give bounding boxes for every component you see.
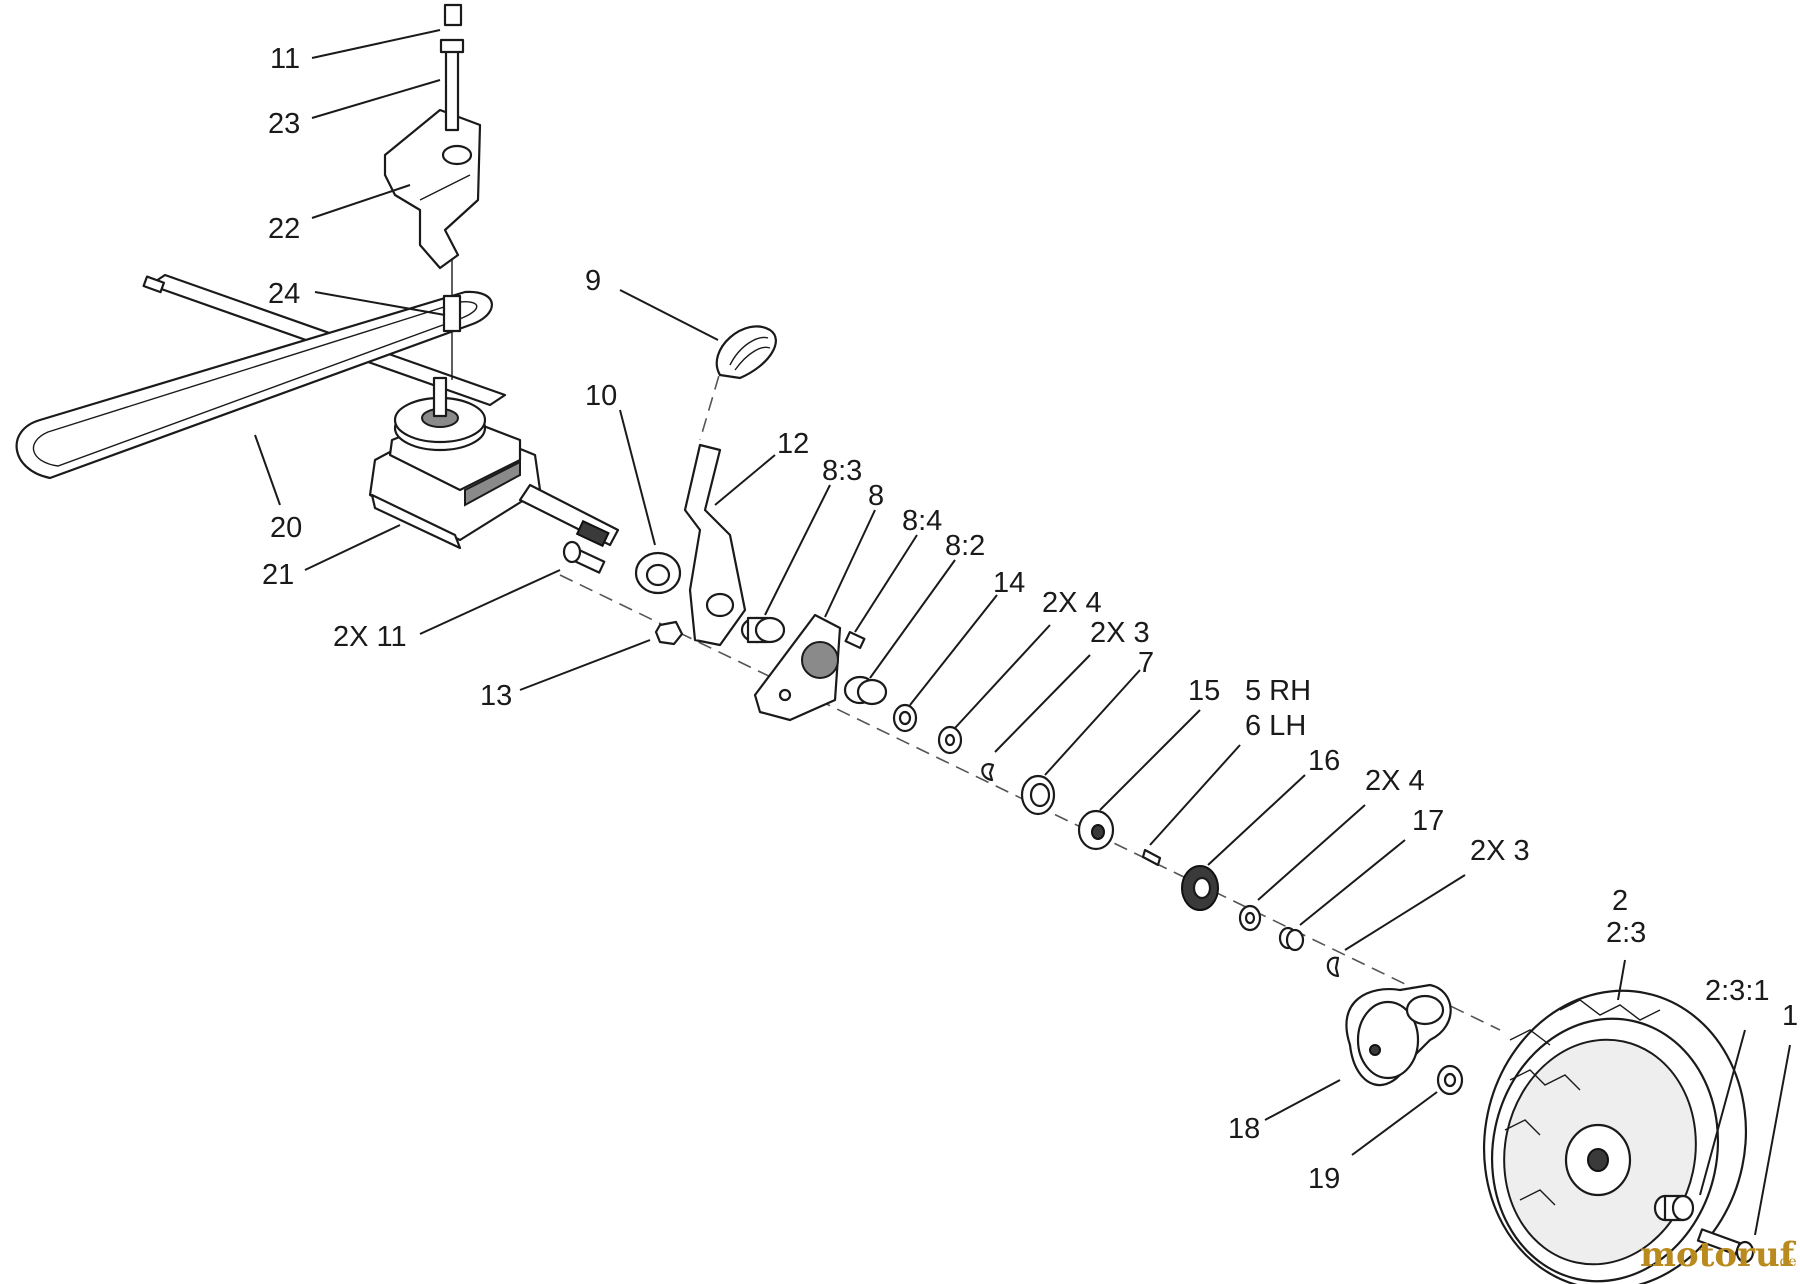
label-6lh: 6 LH [1245, 710, 1306, 742]
watermark-text: motoruf [1640, 1235, 1797, 1275]
label-24: 24 [268, 278, 300, 310]
label-14: 14 [993, 567, 1025, 599]
assembly-axis [559, 574, 1501, 1031]
label-1: 1 [1782, 1000, 1798, 1032]
height-lever [683, 443, 747, 647]
label-17: 17 [1412, 805, 1444, 837]
label-15: 15 [1188, 675, 1220, 707]
control-bracket [383, 108, 482, 270]
clip-3-b [1326, 956, 1340, 978]
label-9: 9 [585, 265, 601, 297]
label-5rh: 5 RH [1245, 675, 1311, 707]
ratchet-15 [1077, 809, 1115, 851]
adjust-knob [715, 325, 777, 380]
watermark: motoruf .de [1640, 1235, 1797, 1275]
bushing-8-2 [843, 675, 888, 706]
label-12: 12 [777, 428, 809, 460]
label-23: 23 [268, 108, 300, 140]
label-7: 7 [1138, 647, 1154, 679]
label-2x4-a: 2X 4 [1042, 587, 1102, 619]
label-22: 22 [268, 213, 300, 245]
bolt-1 [1696, 1228, 1755, 1264]
label-8-4: 8:4 [902, 505, 942, 537]
bearing-bracket-8 [753, 613, 842, 722]
pinion-16 [1181, 865, 1219, 911]
label-2x4-b: 2X 4 [1365, 765, 1425, 797]
clip-3-a [981, 763, 995, 782]
label-11-top: 11 [270, 43, 300, 75]
label-20: 20 [270, 512, 302, 544]
nut-13 [654, 620, 684, 646]
label-2-3: 2:3 [1606, 917, 1646, 949]
label-2: 2 [1612, 885, 1628, 917]
belt-loop [15, 290, 493, 480]
label-19: 19 [1308, 1163, 1340, 1195]
label-8-2: 8:2 [945, 530, 985, 562]
label-2x3-b: 2X 3 [1470, 835, 1530, 867]
key-5-6 [1141, 848, 1162, 867]
label-2-3-1: 2:3:1 [1705, 975, 1770, 1007]
parts-drawing [15, 3, 1755, 1284]
washer-4-a [937, 725, 963, 755]
watermark-suffix: .de [1775, 1254, 1797, 1270]
washer-10 [634, 551, 682, 595]
label-18: 18 [1228, 1113, 1260, 1145]
label-13: 13 [480, 680, 512, 712]
label-10: 10 [585, 380, 617, 412]
knob-axis [699, 354, 726, 441]
label-8-3: 8:3 [822, 455, 862, 487]
washer-14 [892, 703, 918, 733]
leader-lines [254, 29, 1791, 1236]
bushing-8-3 [740, 616, 786, 644]
hub-cover-18 [1345, 983, 1452, 1087]
bearing-7 [1020, 774, 1056, 816]
label-8: 8 [868, 480, 884, 512]
washer-4-b [1238, 904, 1262, 932]
label-2x3-a: 2X 3 [1090, 617, 1150, 649]
label-2x11: 2X 11 [333, 621, 407, 653]
bushing-17 [1278, 926, 1305, 952]
screw-11 [562, 540, 606, 574]
callout-labels: 11 23 22 24 20 21 2X 11 13 10 9 12 8:3 8… [262, 43, 1798, 1195]
gearbox [368, 376, 620, 550]
control-rod [439, 3, 465, 380]
label-16: 16 [1308, 745, 1340, 777]
bushing-2-3-1 [1653, 1194, 1695, 1222]
fitting-8-4 [844, 630, 866, 650]
washer-19 [1436, 1064, 1464, 1096]
label-21: 21 [262, 559, 294, 591]
